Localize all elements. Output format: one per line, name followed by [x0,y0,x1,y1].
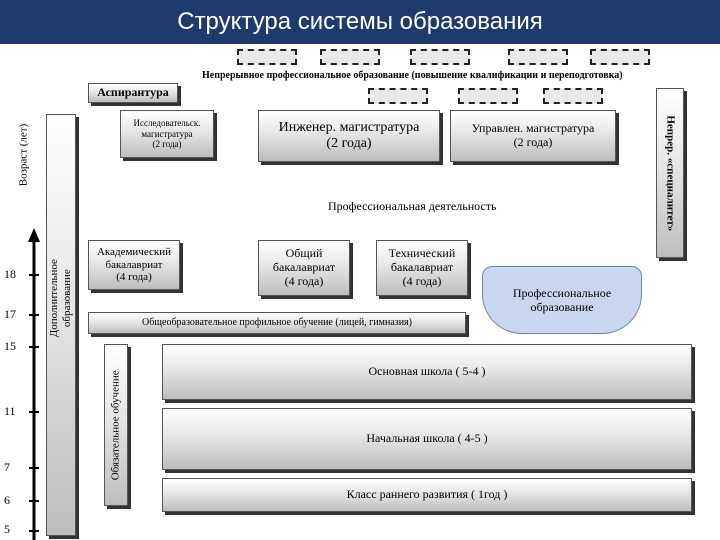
age-tick [29,314,39,316]
management-master-box: Управлен. магистратура (2 года) [450,110,616,162]
age-tick [29,500,39,502]
additional-education-line: образование [61,269,74,328]
page-title: Структура системы образования [177,8,543,35]
technical-bachelor-box: Технический бакалавриат (4 года) [376,240,468,296]
professional-education-shape: Профессиональное образование [482,266,642,334]
dashed-box [543,88,603,104]
age-tick [29,346,39,348]
continuing-education-label: Непрерывное профессиональное образование… [202,70,623,81]
specialist-box: Непрер. «специалитет» [656,88,684,258]
age-axis-arrow [28,228,40,540]
dashed-box [508,49,568,65]
professional-activity-label: Профессиональная деятельность [328,199,497,213]
dashed-box [458,88,518,104]
age-label-11: 11 [4,404,16,418]
age-label-5: 5 [4,522,10,536]
age-tick [29,274,39,276]
dashed-box [410,49,470,65]
dashed-box [368,88,428,104]
additional-education-box: Дополнительное образование [46,114,76,536]
age-label-7: 7 [4,460,10,474]
profile-general-education-box: Общеобразовательное профильное обучение … [88,312,466,334]
compulsory-education-box: Обязательное обучение [104,344,128,506]
dashed-box [320,49,380,65]
specialist-label: Непрер. «специалитет» [664,115,677,231]
general-bachelor-box: Общий бакалавриат (4 года) [258,240,350,296]
aspirantura-box: Аспирантура [88,83,178,103]
age-tick [29,530,39,532]
age-label-18: 18 [4,267,16,281]
primary-school-box: Начальная школа ( 4-5 ) [162,408,692,470]
age-tick [29,411,39,413]
early-development-box: Класс раннего развития ( 1год ) [162,478,692,512]
age-label-6: 6 [4,493,10,507]
dashed-box [590,49,650,65]
aspirantura-label: Аспирантура [97,85,169,100]
age-label-15: 15 [4,339,16,353]
basic-school-box: Основная школа ( 5-4 ) [162,344,692,400]
age-label-17: 17 [4,307,16,321]
title-bar: Структура системы образования [0,0,720,44]
age-axis-label: Возраст (лет) [17,123,30,187]
research-master-box: Исследовательск. магистратура (2 года) [120,110,214,158]
academic-bachelor-box: Академический бакалавриат (4 года) [88,240,180,290]
additional-education-line: Дополнительное [47,259,60,338]
engineering-master-box: Инженер. магистратура (2 года) [258,110,440,162]
age-tick [29,467,39,469]
dashed-box [237,49,297,65]
